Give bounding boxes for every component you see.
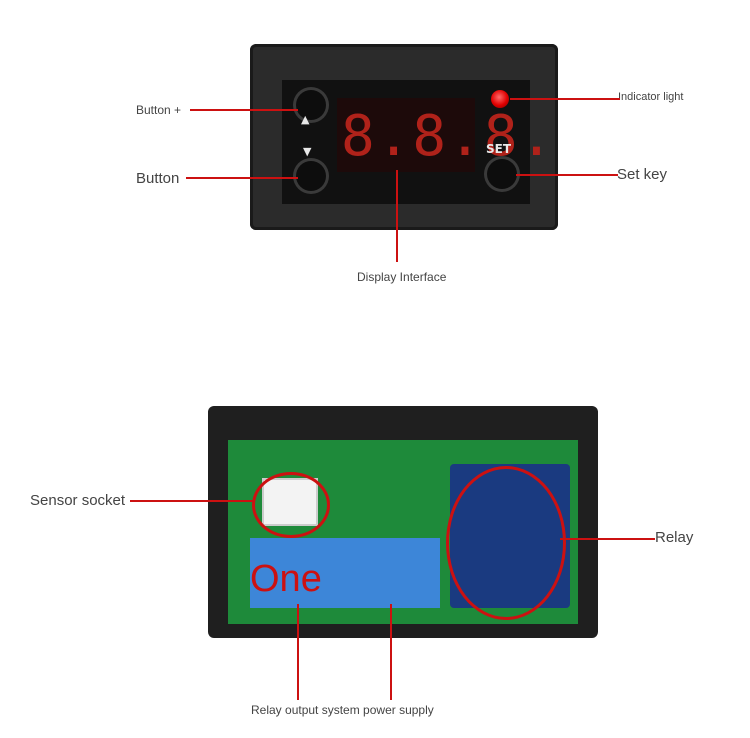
line-button bbox=[186, 177, 298, 179]
button-minus[interactable] bbox=[296, 161, 326, 191]
line-relay bbox=[560, 538, 655, 540]
display-digits: 8.8.8. bbox=[341, 104, 556, 169]
indicator-led bbox=[491, 90, 509, 108]
label-relay: Relay bbox=[655, 529, 694, 546]
button-plus[interactable] bbox=[296, 90, 326, 120]
relay-highlight bbox=[446, 466, 566, 620]
display-window bbox=[337, 98, 475, 172]
set-button[interactable] bbox=[487, 159, 517, 189]
label-button-plus: Button + bbox=[136, 103, 182, 117]
label-display-interface: Display Interface bbox=[357, 270, 447, 284]
label-indicator-light: Indicator light bbox=[618, 91, 684, 103]
label-button: Button bbox=[136, 170, 180, 187]
label-bottom-caption: Relay output system power supply bbox=[251, 703, 434, 717]
terminal-block bbox=[250, 538, 440, 608]
label-sensor-socket: Sensor socket bbox=[30, 492, 126, 509]
line-power-supply bbox=[390, 604, 392, 700]
line-set-key bbox=[516, 174, 618, 176]
up-arrow-icon: ▲ bbox=[301, 113, 310, 126]
line-relay-output bbox=[297, 604, 299, 700]
line-display-interface bbox=[396, 170, 398, 262]
label-one: One bbox=[250, 558, 322, 600]
sensor-socket-highlight bbox=[252, 472, 330, 538]
label-set-key: Set key bbox=[617, 166, 668, 183]
line-button-plus bbox=[190, 109, 298, 111]
line-sensor-socket bbox=[130, 500, 254, 502]
down-arrow-icon: ▼ bbox=[303, 145, 312, 158]
line-indicator-light bbox=[510, 98, 620, 100]
set-button-text: SET bbox=[486, 142, 512, 156]
